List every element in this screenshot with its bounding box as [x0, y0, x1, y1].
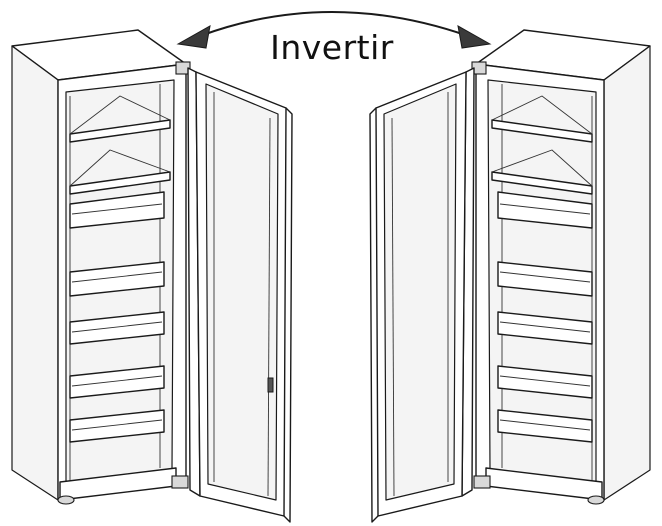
fridge-hinge-left-icon [369, 29, 651, 523]
fridge-hinge-right-icon [11, 29, 293, 523]
caption-label: Invertir [270, 28, 394, 67]
curved-double-arrow-icon [176, 11, 492, 49]
